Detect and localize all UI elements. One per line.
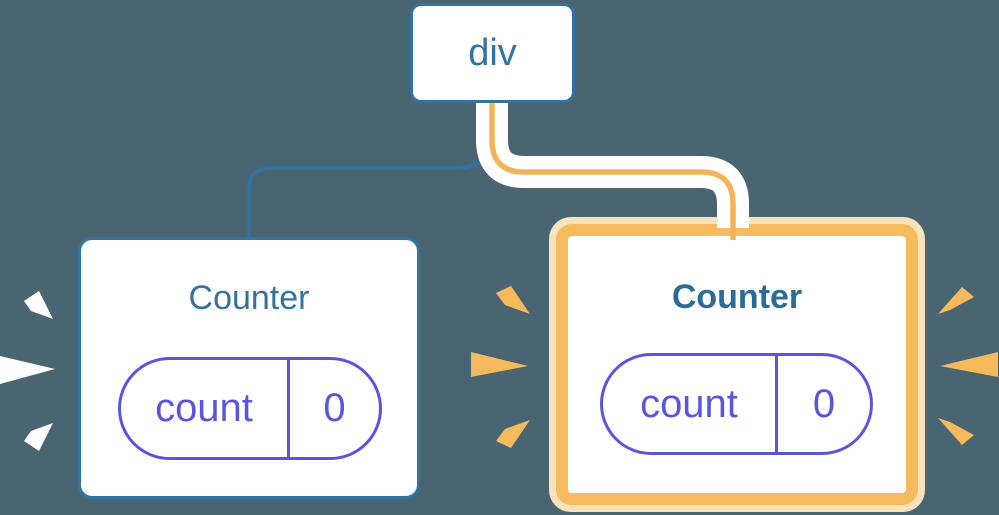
- root-node-label: div: [468, 31, 517, 74]
- spark-icon: [496, 420, 530, 448]
- spark-icon: [24, 291, 53, 319]
- state-pill: count 0: [118, 357, 382, 460]
- spark-icon: [940, 352, 998, 377]
- spark-icon: [24, 423, 53, 451]
- state-key: count: [603, 356, 778, 452]
- counter-title: Counter: [671, 278, 803, 316]
- spark-icon: [938, 418, 974, 445]
- state-value: 0: [323, 386, 346, 430]
- spark-icon: [471, 352, 528, 377]
- counter-card-right-highlight: Counter count 0: [549, 217, 925, 512]
- spark-icon: [496, 286, 530, 314]
- state-key: count: [121, 360, 290, 457]
- state-value: 0: [812, 381, 836, 426]
- connector-div-to-left-counter: [247, 108, 494, 242]
- counter-card-left: Counter count 0: [78, 237, 420, 499]
- state-pill: count 0: [600, 353, 873, 455]
- spark-icon: [0, 356, 55, 384]
- spark-icon: [938, 287, 974, 314]
- counter-title: Counter: [188, 279, 310, 317]
- highlight-pipe-casing: [476, 101, 749, 228]
- counter-card-right: Counter count 0: [556, 224, 918, 505]
- root-node-div: div: [410, 3, 575, 103]
